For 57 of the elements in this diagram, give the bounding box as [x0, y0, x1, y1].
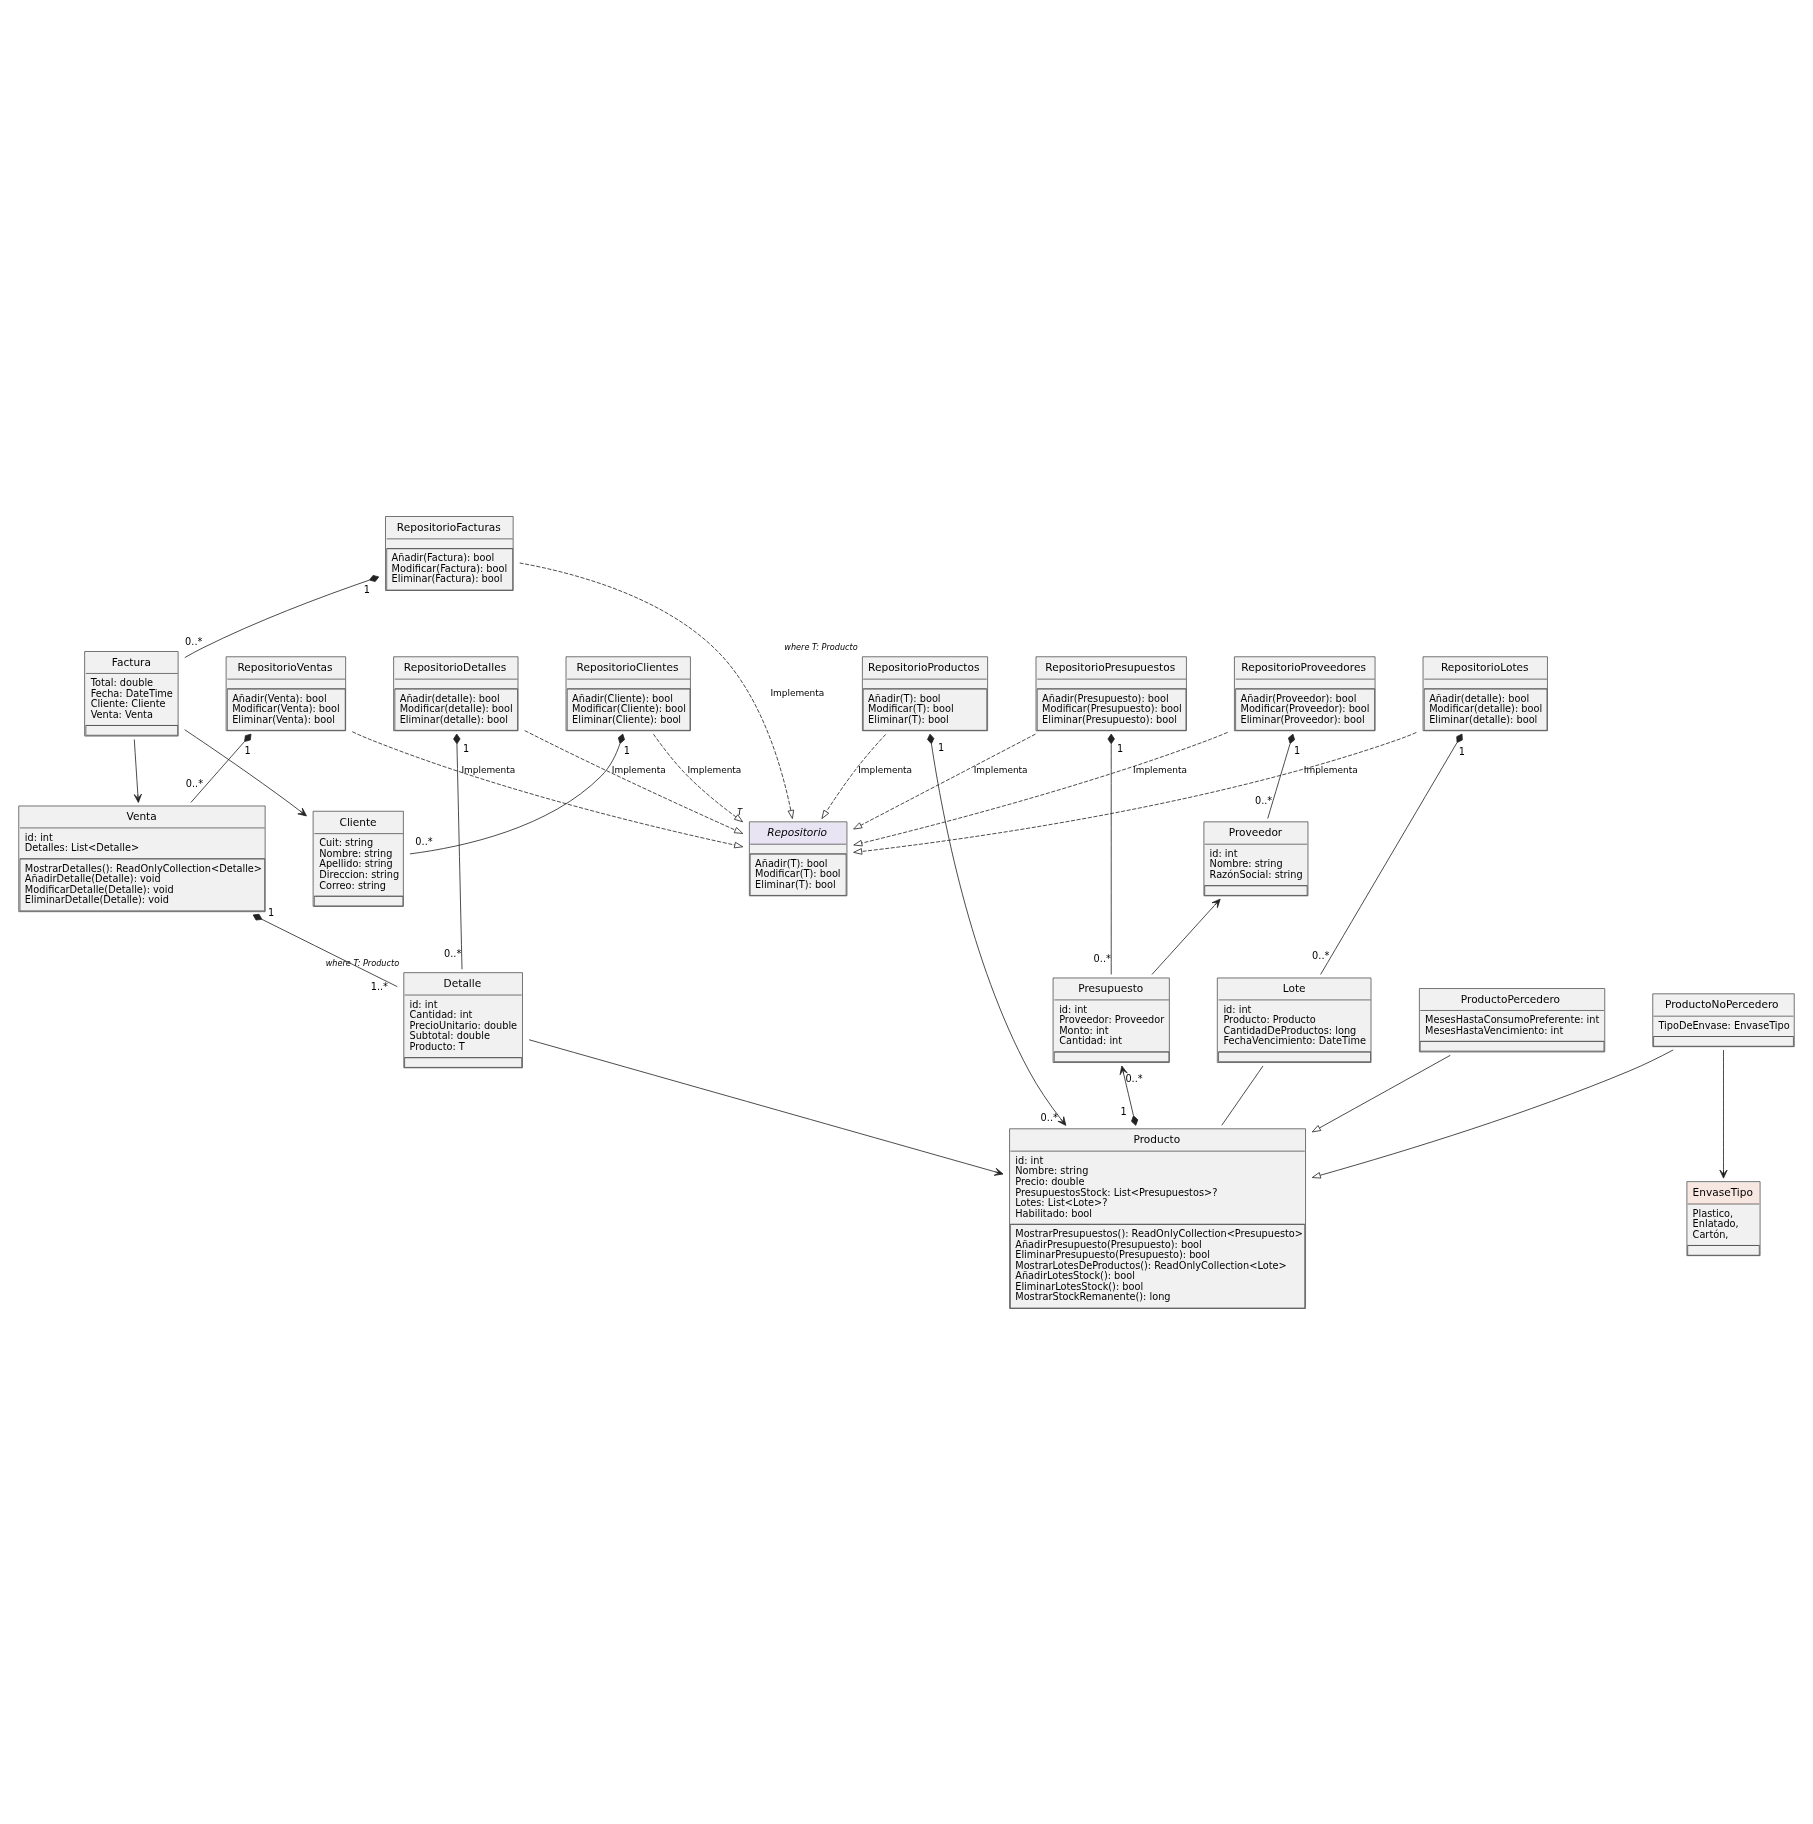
edge-label: Implementa	[611, 764, 666, 775]
connector	[409, 733, 625, 854]
connector	[184, 574, 380, 658]
connector	[453, 733, 463, 970]
connector	[1221, 1065, 1264, 1126]
label: 0..*	[1093, 952, 1111, 964]
label: 1	[938, 741, 945, 753]
edge-label: Implementa	[687, 764, 742, 775]
connector	[252, 913, 398, 987]
edge-label: Implementa	[1133, 764, 1187, 775]
label: 1	[1117, 742, 1124, 754]
arrow	[653, 733, 744, 822]
label: 0..*	[1254, 794, 1273, 806]
connector	[1320, 733, 1463, 975]
node-label: where T: Producto	[325, 957, 400, 968]
label: 0..*	[1312, 949, 1330, 961]
edge-label: Implementa	[461, 764, 516, 775]
arrow	[351, 730, 744, 848]
label: 0..*	[1040, 1111, 1058, 1123]
arrow	[927, 733, 1067, 1126]
arrow	[133, 738, 142, 803]
edge-label: Implementa	[770, 687, 825, 698]
label: 0..*	[444, 947, 462, 959]
arrow	[528, 1038, 1004, 1176]
label: 1	[1458, 745, 1465, 756]
label: 1	[1293, 744, 1301, 756]
label: 1	[462, 742, 470, 754]
arrow	[853, 731, 1417, 855]
label: 0..*	[185, 635, 203, 647]
arrow	[519, 562, 795, 819]
connector	[1107, 733, 1115, 975]
arrow	[821, 733, 887, 819]
label: 1	[267, 906, 275, 918]
arrow	[853, 731, 1229, 846]
edge-label: Implementa	[973, 764, 1028, 775]
label: 0..*	[1125, 1072, 1143, 1083]
label: 1..*	[370, 980, 388, 992]
label: 1	[623, 744, 631, 756]
arrow	[1119, 1065, 1139, 1126]
arrow	[1311, 1049, 1674, 1178]
arrow	[524, 729, 744, 834]
arrow	[1311, 1054, 1451, 1132]
connector	[190, 733, 252, 803]
arrow	[1151, 898, 1221, 975]
connector	[1267, 733, 1296, 819]
node-label: where T: Producto	[784, 641, 858, 652]
arrow	[1719, 1049, 1728, 1179]
label: 0..*	[415, 835, 433, 847]
arrow	[184, 728, 307, 816]
label: 1	[244, 744, 251, 756]
label: 0..*	[185, 777, 204, 789]
label: 1	[1120, 1105, 1127, 1117]
arrow	[853, 733, 1036, 829]
node-label: T	[737, 806, 743, 817]
label: 1	[363, 583, 371, 595]
edge-label: Implementa	[858, 764, 913, 775]
edge-label: Implementa	[1303, 764, 1358, 775]
